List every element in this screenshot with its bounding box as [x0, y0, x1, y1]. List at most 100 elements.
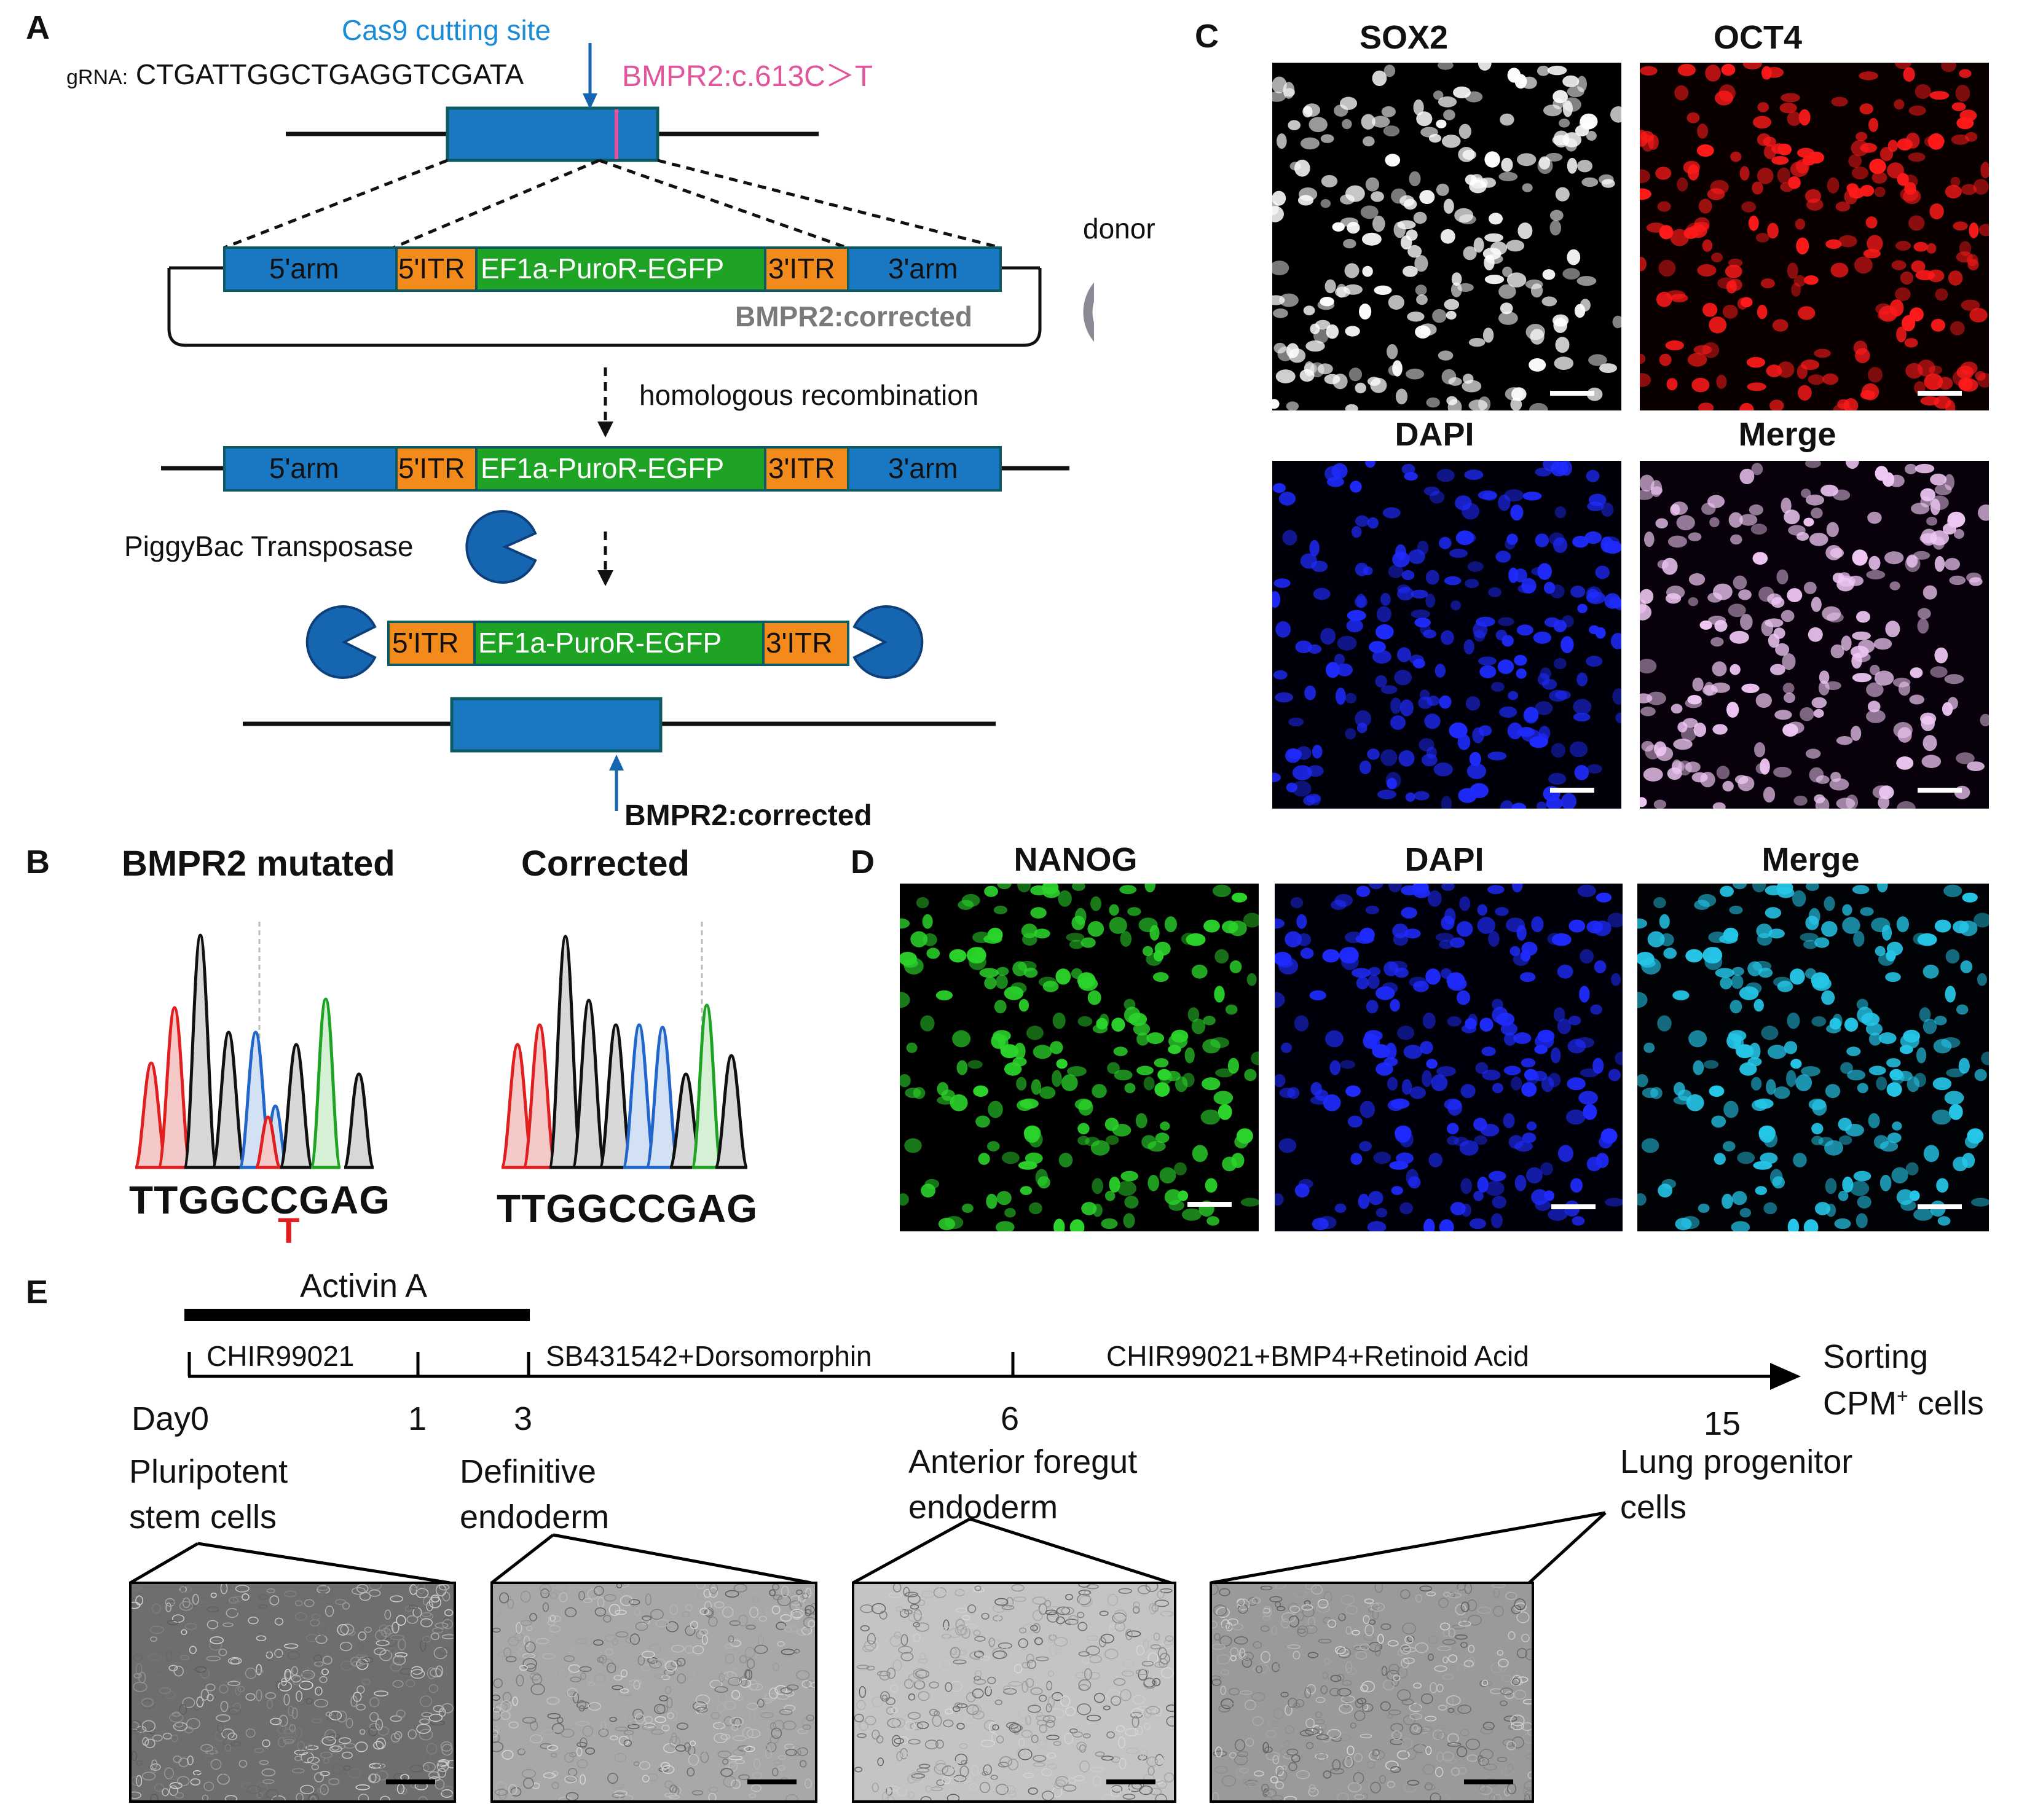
cell — [520, 1740, 529, 1751]
nucleus — [1109, 917, 1127, 934]
cell — [730, 1639, 742, 1647]
cell — [1144, 1722, 1151, 1730]
nucleus — [1798, 385, 1812, 401]
nucleus — [1568, 1016, 1581, 1026]
nucleus — [1553, 1007, 1565, 1022]
cell — [794, 1600, 805, 1609]
cell — [954, 1753, 968, 1765]
cell — [1283, 1740, 1290, 1748]
nucleus — [1860, 143, 1878, 153]
cell — [1001, 1604, 1015, 1610]
nucleus — [1891, 1167, 1908, 1183]
cell — [918, 1763, 931, 1769]
cell — [925, 1785, 932, 1793]
cell — [375, 1719, 384, 1731]
nucleus — [996, 967, 1009, 976]
nucleus — [1829, 1018, 1841, 1030]
cell — [1380, 1623, 1391, 1630]
cell — [218, 1649, 227, 1657]
cell — [1046, 1681, 1053, 1691]
nucleus — [1879, 147, 1894, 162]
cell — [797, 1628, 810, 1636]
cell — [1366, 1760, 1376, 1769]
cell — [245, 1728, 256, 1738]
dapi-c-image — [1272, 461, 1621, 809]
nucleus — [1576, 672, 1588, 686]
nucleus — [1567, 1038, 1586, 1054]
nucleus — [1693, 723, 1707, 737]
nucleus — [1640, 66, 1658, 76]
cell — [784, 1625, 798, 1633]
nucleus — [1459, 1140, 1479, 1156]
nucleus — [1506, 917, 1525, 933]
nucleus — [1637, 1193, 1647, 1206]
nucleus — [1932, 1109, 1951, 1125]
nucleus — [1825, 681, 1841, 690]
cell — [774, 1685, 787, 1695]
cell — [171, 1711, 181, 1717]
cell — [261, 1768, 276, 1777]
cell — [421, 1612, 431, 1617]
cell — [1391, 1730, 1402, 1740]
cell — [339, 1641, 352, 1652]
nucleus — [1119, 885, 1136, 895]
nucleus — [1715, 968, 1734, 978]
cell — [542, 1653, 556, 1660]
nucleus — [1294, 1015, 1309, 1032]
cell — [1299, 1649, 1309, 1656]
nucleus — [1771, 143, 1787, 154]
cell — [1409, 1703, 1422, 1712]
nucleus — [1414, 618, 1431, 628]
cell — [1448, 1654, 1458, 1663]
nucleus — [900, 992, 910, 1008]
cell — [856, 1700, 866, 1711]
cell — [1163, 1639, 1174, 1645]
nucleus — [949, 949, 967, 963]
nucleus — [1508, 567, 1519, 583]
cell — [1451, 1625, 1465, 1630]
cell — [606, 1662, 616, 1674]
cell — [1212, 1584, 1219, 1595]
cell — [558, 1796, 572, 1800]
nucleus — [1403, 1045, 1423, 1059]
nucleus — [1752, 552, 1768, 565]
cell — [1056, 1616, 1065, 1625]
integrated-5itr-label: 5'ITR — [398, 452, 465, 484]
nucleus — [1061, 1074, 1078, 1091]
cell — [801, 1592, 809, 1599]
cell — [1442, 1674, 1454, 1680]
nucleus — [1936, 1178, 1949, 1193]
nucleus — [1146, 1032, 1165, 1045]
nucleus — [1814, 937, 1830, 948]
nucleus — [1739, 402, 1754, 410]
cell — [729, 1620, 741, 1626]
nucleus — [1290, 897, 1304, 909]
cell — [209, 1639, 222, 1651]
nucleus — [1769, 1169, 1783, 1187]
stage3-label: CHIR99021+BMP4+Retinoid Acid — [1106, 1340, 1529, 1372]
nucleus — [1488, 587, 1501, 597]
cell — [1155, 1756, 1164, 1765]
cell — [1087, 1719, 1095, 1725]
nucleus — [1477, 917, 1495, 934]
cell — [320, 1751, 333, 1759]
nucleus — [1640, 257, 1647, 272]
nucleus — [1549, 584, 1565, 598]
cell — [588, 1682, 596, 1687]
cell — [895, 1736, 909, 1744]
nucleus — [1160, 1121, 1170, 1131]
nucleus — [1385, 772, 1401, 789]
cell — [1419, 1585, 1432, 1592]
cell — [1076, 1741, 1087, 1751]
nucleus — [1725, 264, 1742, 278]
cell — [980, 1656, 990, 1661]
cell — [547, 1620, 556, 1626]
nucleus — [1599, 174, 1614, 185]
nucleus — [1739, 166, 1750, 181]
cell — [433, 1704, 444, 1712]
nucleus — [1444, 908, 1456, 925]
cell — [1229, 1752, 1237, 1759]
cell — [1305, 1584, 1317, 1590]
cell — [1030, 1687, 1043, 1695]
cell — [728, 1635, 734, 1643]
